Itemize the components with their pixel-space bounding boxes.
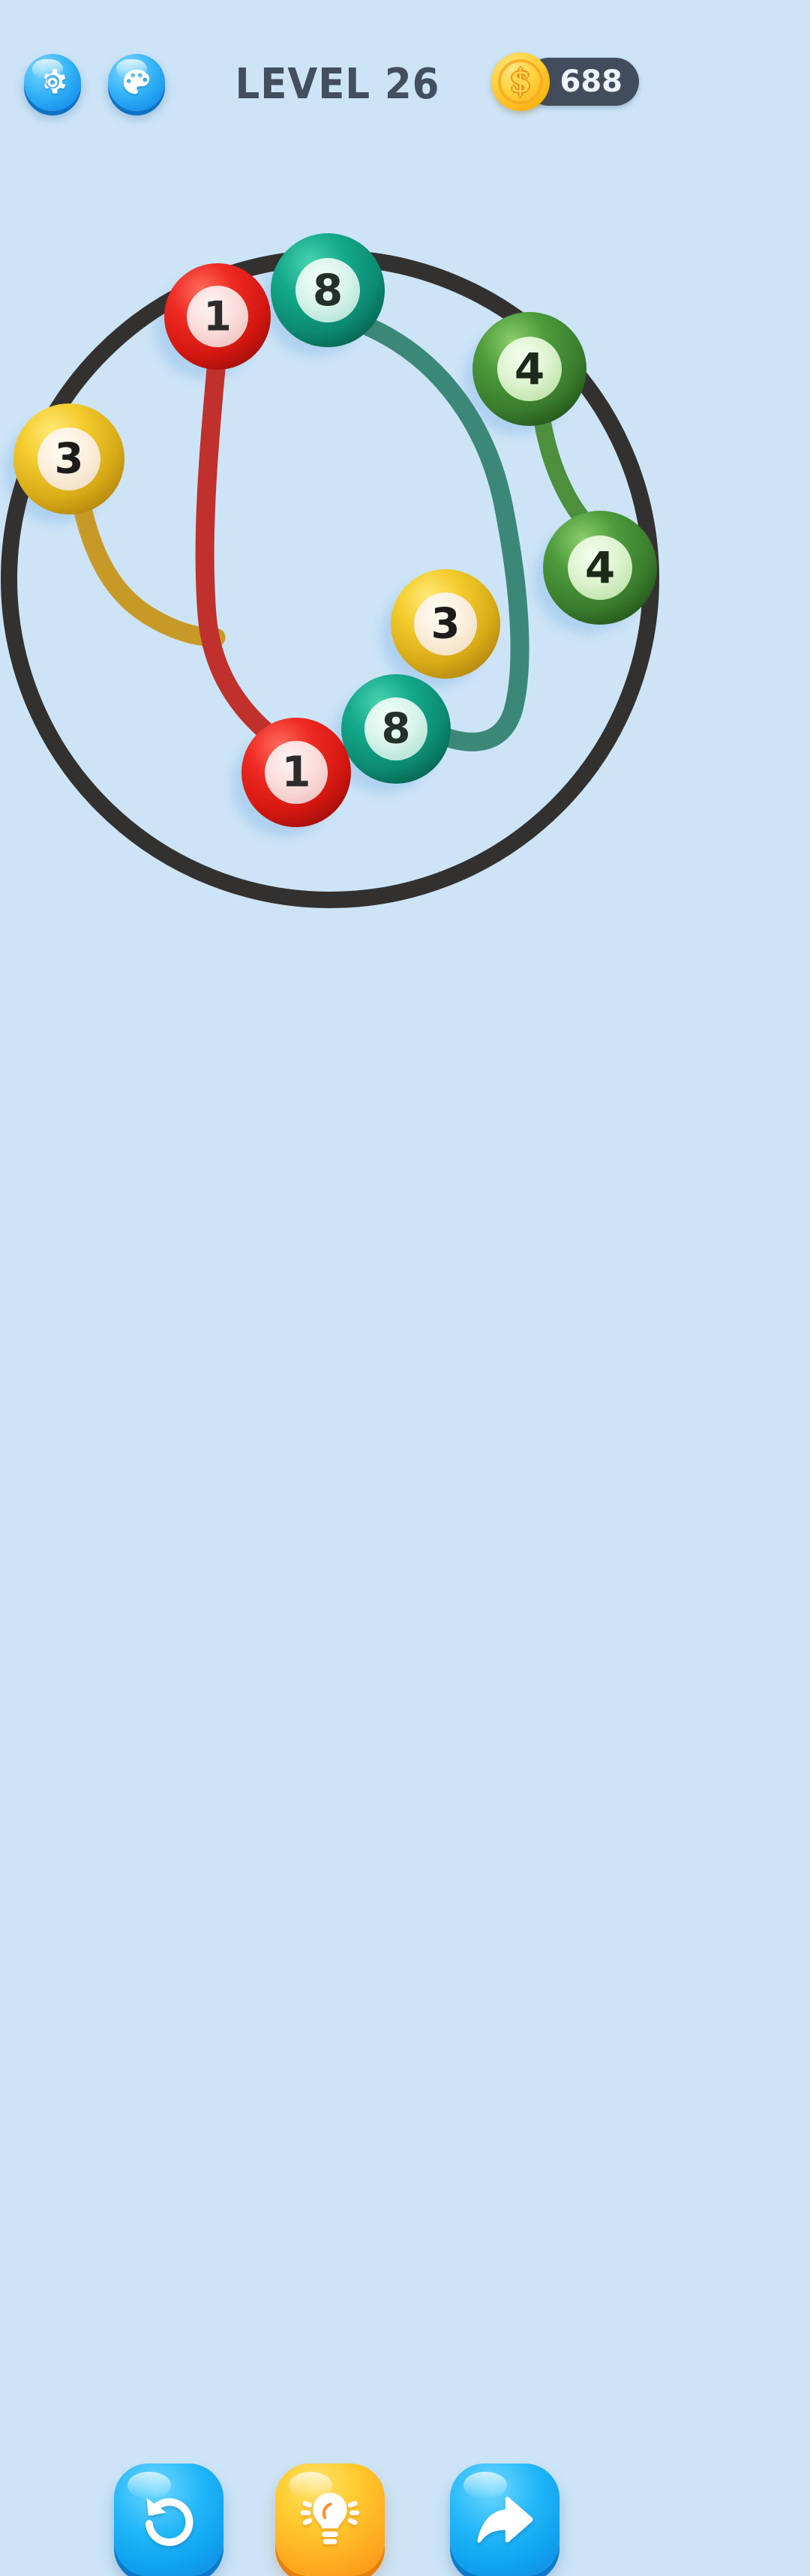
- coin-dollar-symbol: $: [509, 62, 532, 99]
- settings-button[interactable]: [24, 54, 81, 111]
- ball-number: 8: [382, 705, 411, 754]
- skip-button[interactable]: [450, 2464, 560, 2576]
- puzzle-board[interactable]: 1 8 4 3: [0, 150, 660, 1125]
- bottom-toolbar: [0, 1230, 660, 2576]
- game-screen: LEVEL 26 688 $: [0, 0, 660, 2576]
- undo-arrow-icon: [145, 2497, 194, 2546]
- palette-icon: [123, 69, 150, 94]
- coin-icon: $: [491, 52, 550, 111]
- ball-number: 3: [55, 435, 84, 484]
- ball-green-4-top[interactable]: 4: [472, 312, 586, 426]
- theme-button[interactable]: [108, 54, 165, 111]
- ball-yellow-3-mid[interactable]: 3: [391, 569, 500, 679]
- ball-red-1-top[interactable]: 1: [164, 263, 271, 370]
- rope-red[interactable]: [195, 359, 289, 752]
- hint-button[interactable]: [275, 2464, 385, 2576]
- lightbulb-icon: [300, 2492, 360, 2545]
- forward-arrow-icon: [477, 2497, 533, 2543]
- ball-teal-8-top[interactable]: 8: [271, 233, 385, 347]
- level-title: LEVEL 26: [235, 59, 440, 109]
- ball-number: 4: [514, 343, 544, 394]
- top-bar: LEVEL 26 688 $: [0, 0, 660, 150]
- gear-icon: [44, 68, 66, 94]
- ball-number: 1: [282, 748, 311, 797]
- undo-button[interactable]: [114, 2464, 224, 2576]
- ball-red-1-low[interactable]: 1: [242, 718, 351, 827]
- coin-count-label: 688: [560, 64, 623, 99]
- rope-gold[interactable]: [73, 499, 226, 647]
- ball-number: 4: [585, 542, 615, 593]
- board-canvas[interactable]: 1 8 4 3: [0, 150, 660, 1125]
- ball-number: 1: [203, 293, 232, 340]
- coin-ring: [498, 59, 543, 104]
- ball-yellow-3-left[interactable]: 3: [14, 403, 124, 514]
- ball-number: 3: [431, 600, 460, 649]
- ball-number: 8: [313, 265, 343, 316]
- rope-teal[interactable]: [359, 317, 530, 751]
- ball-teal-8-low[interactable]: 8: [341, 674, 451, 784]
- ball-green-4-right[interactable]: 4: [543, 511, 657, 625]
